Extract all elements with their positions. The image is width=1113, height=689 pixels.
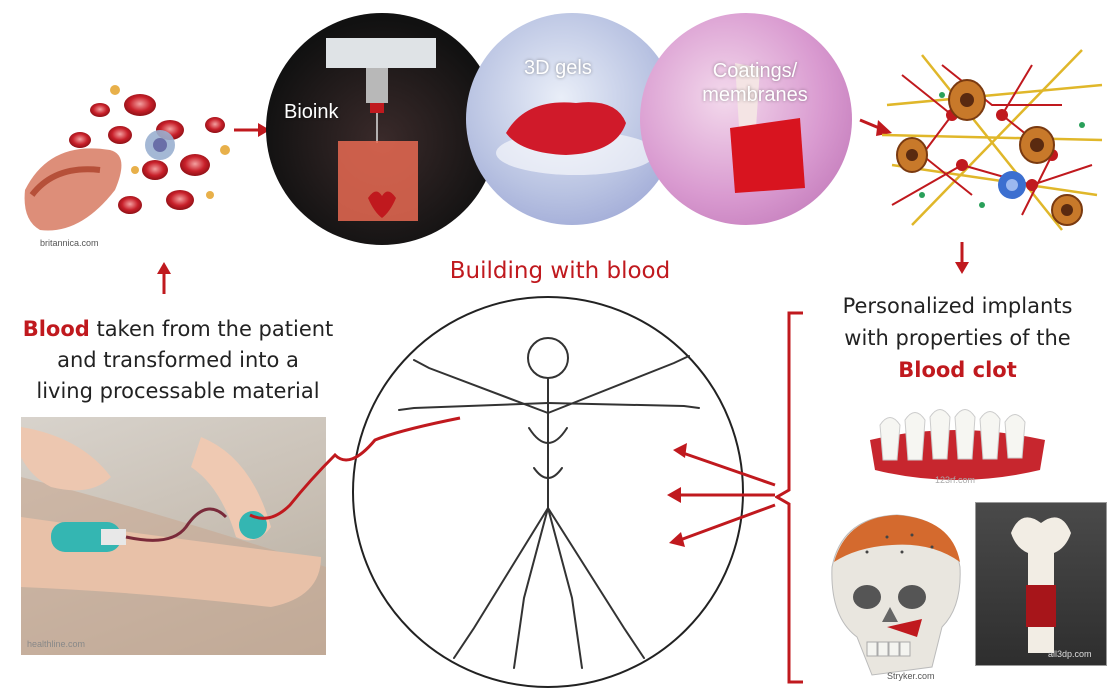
blood-clot-network-illustration: [882, 45, 1107, 235]
blood-cells-illustration: [20, 70, 240, 245]
page-title: Building with blood: [400, 258, 720, 284]
caption-line-2: and transformed into a: [8, 345, 348, 376]
right-caption-line-2: with properties of the: [805, 322, 1110, 354]
credit-all3dp: all3dp.com: [1048, 649, 1092, 659]
right-caption-line-1: Personalized implants: [805, 290, 1110, 322]
credit-123rf: 123rf.com: [935, 475, 975, 485]
bracket: [775, 310, 805, 685]
coatings-circle: Coatings/ membranes: [640, 13, 852, 225]
caption-line-1: taken from the patient: [90, 317, 334, 341]
skull-implant-image: Stryker.com: [812, 507, 967, 685]
blood-keyword: Blood: [23, 317, 90, 341]
implant-arrows: [655, 440, 795, 550]
coatings-label: Coatings/ membranes: [680, 59, 830, 107]
credit-britannica: britannica.com: [40, 238, 99, 248]
blood-clot-keyword: Blood clot: [805, 354, 1110, 386]
left-caption: Blood taken from the patient and transfo…: [8, 314, 348, 407]
bone-implant-image: all3dp.com: [975, 502, 1107, 666]
arrow-up-icon: [154, 260, 174, 296]
gels-label: 3D gels: [524, 57, 592, 80]
right-caption: Personalized implants with properties of…: [805, 290, 1110, 386]
caption-line-3: living processable material: [8, 376, 348, 407]
credit-stryker: Stryker.com: [887, 671, 935, 681]
credit-healthline: healthline.com: [27, 639, 85, 649]
bioink-circle: Bioink: [266, 13, 498, 245]
dental-implant-image: 123rf.com: [865, 395, 1050, 490]
blood-line: [240, 410, 480, 530]
bioink-label: Bioink: [284, 101, 338, 124]
arrow-down-icon: [952, 240, 972, 276]
